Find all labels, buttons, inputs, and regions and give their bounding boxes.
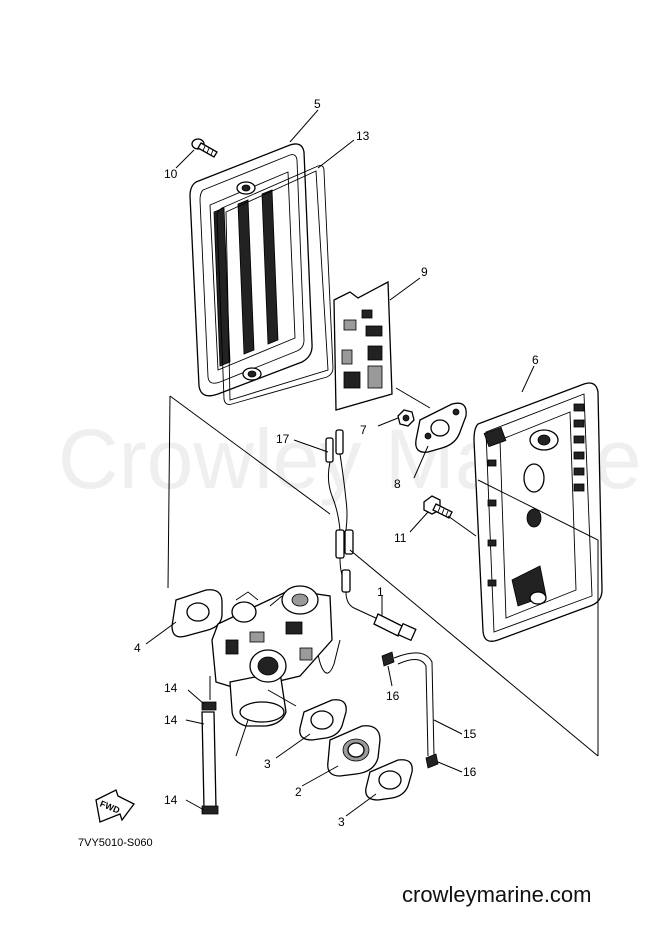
part-6-silencer-cover[interactable] — [189, 143, 313, 397]
callout-8: 10 — [164, 167, 178, 181]
callout-9: 13 — [356, 129, 370, 143]
callout-13: 14 — [164, 713, 178, 727]
callout-16-lower: 16 — [463, 765, 477, 779]
part-13-drain-hose[interactable] — [201, 676, 217, 809]
part-12-bolt[interactable] — [423, 495, 453, 519]
part-2-insulator[interactable] — [327, 725, 381, 777]
part-14-clip-upper[interactable] — [201, 701, 217, 711]
part-15-fuel-hose[interactable] — [393, 652, 435, 757]
part-3-gasket-lower[interactable] — [365, 759, 413, 801]
silencer-ribs — [487, 403, 585, 587]
assembly-reference-lines — [167, 387, 599, 757]
part-16-clip-upper[interactable] — [381, 651, 395, 667]
callout-15: 15 — [463, 727, 477, 741]
part-4-gasket[interactable] — [171, 589, 223, 638]
part-17-wire-leads[interactable] — [325, 429, 354, 593]
callout-16-upper: 16 — [386, 689, 400, 703]
forward-arrow-icon: FWD — [95, 789, 135, 823]
part-8-screw[interactable] — [191, 138, 218, 158]
part-3-gasket-upper[interactable] — [299, 699, 347, 741]
callout-1: 1 — [377, 585, 384, 599]
part-5-silencer-body[interactable] — [473, 382, 603, 642]
callout-7: 9 — [421, 265, 428, 279]
part-11-nut[interactable] — [397, 409, 415, 427]
part-9-gasket[interactable] — [216, 165, 334, 405]
callout-4: 4 — [134, 641, 141, 655]
website-url: crowleymarine.com — [402, 882, 592, 907]
part-16-clip-lower[interactable] — [425, 753, 439, 769]
callout-5: 6 — [532, 353, 539, 367]
callout-14-upper: 14 — [164, 681, 178, 695]
part-14-clip-lower[interactable] — [201, 805, 219, 815]
part-7-plate[interactable] — [333, 280, 393, 411]
leader-lines — [145, 109, 535, 817]
callout-3-lower: 3 — [338, 815, 345, 829]
callout-12: 11 — [394, 531, 407, 545]
callout-3-upper: 3 — [264, 757, 271, 771]
callout-6: 5 — [314, 97, 321, 111]
callout-11: 7 — [360, 423, 367, 437]
callout-2: 2 — [295, 785, 302, 799]
callout-17: 17 — [276, 432, 290, 446]
callout-14-lower: 14 — [164, 793, 178, 807]
diagram-code: 7VY5010-S060 — [78, 837, 153, 849]
part-10-flange-gasket[interactable] — [415, 402, 467, 453]
part-1-harness[interactable] — [316, 591, 417, 674]
callout-10: 8 — [394, 477, 401, 491]
callout-labels: 5 13 10 9 6 7 8 11 17 1 4 14 14 16 15 3 … — [134, 97, 539, 829]
carburetor-assembly[interactable] — [211, 585, 333, 727]
